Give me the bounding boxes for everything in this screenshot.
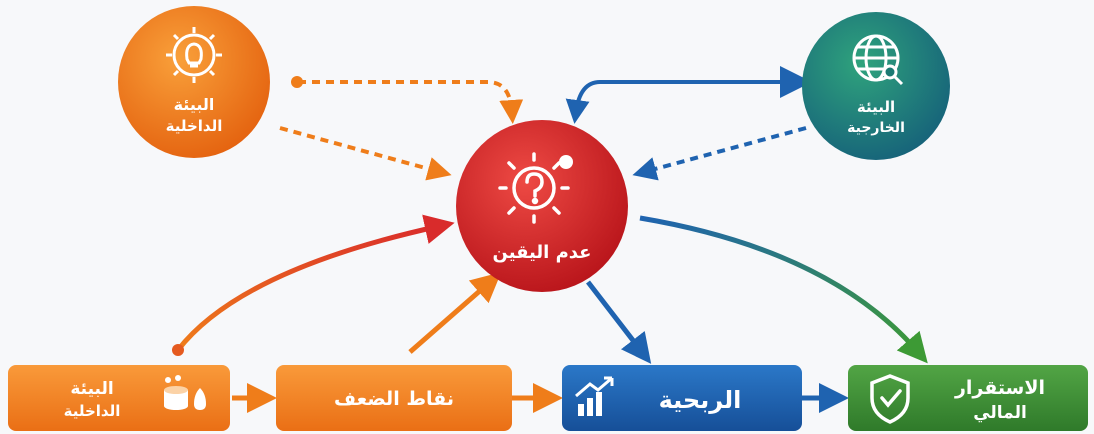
weaknesses-label: نقاط الضعف bbox=[334, 388, 454, 410]
profitability-box: الربحية bbox=[562, 365, 802, 431]
arrow-uncertainty-to-profitability bbox=[586, 280, 652, 364]
financial-stability-line1: الاستقرار bbox=[954, 377, 1045, 399]
arrow-weaknesses-to-uncertainty bbox=[408, 272, 502, 354]
financial-stability-line2: المالي bbox=[973, 403, 1027, 423]
arrow-internal-to-uncertainty-top bbox=[298, 80, 524, 124]
internal-env-box-line1: البيئة bbox=[70, 379, 113, 399]
arrow-internal-box-to-uncertainty bbox=[176, 214, 455, 352]
weaknesses-box: نقاط الضعف bbox=[276, 365, 512, 431]
chart-up-icon bbox=[575, 376, 614, 416]
arrow-external-to-uncertainty bbox=[632, 126, 807, 181]
internal-env-box-line2: الداخلية bbox=[64, 402, 121, 420]
internal-env-circle-line1: البيئة bbox=[174, 95, 215, 114]
internal-env-box: البيئة الداخلية bbox=[8, 365, 230, 431]
shield-check-icon bbox=[870, 374, 910, 424]
external-env-circle: البيئة الخارجية bbox=[802, 12, 950, 160]
uncertainty-label: عدم اليقين bbox=[493, 242, 592, 263]
globe-icon bbox=[852, 34, 904, 86]
internal-env-circle: البيئة الداخلية bbox=[118, 6, 270, 158]
question-sun-icon bbox=[498, 152, 573, 224]
arrow-internal-to-uncertainty bbox=[279, 126, 452, 181]
arrow-uncertainty-to-stability bbox=[639, 215, 928, 364]
internal-env-circle-line2: الداخلية bbox=[166, 117, 223, 135]
external-env-circle-line2: الخارجية bbox=[847, 120, 905, 136]
coins-icon bbox=[164, 375, 206, 410]
profitability-label: الربحية bbox=[659, 386, 742, 414]
arrow-start-dot bbox=[172, 344, 184, 356]
gear-bulb-icon bbox=[166, 27, 222, 83]
uncertainty-circle: عدم اليقين bbox=[456, 120, 628, 292]
arrow-external-uncertainty-bidirectional bbox=[565, 66, 812, 124]
external-env-circle-line1: البيئة bbox=[857, 98, 895, 116]
arrow-start-dot bbox=[291, 76, 303, 88]
financial-stability-box: الاستقرار المالي bbox=[848, 365, 1088, 431]
